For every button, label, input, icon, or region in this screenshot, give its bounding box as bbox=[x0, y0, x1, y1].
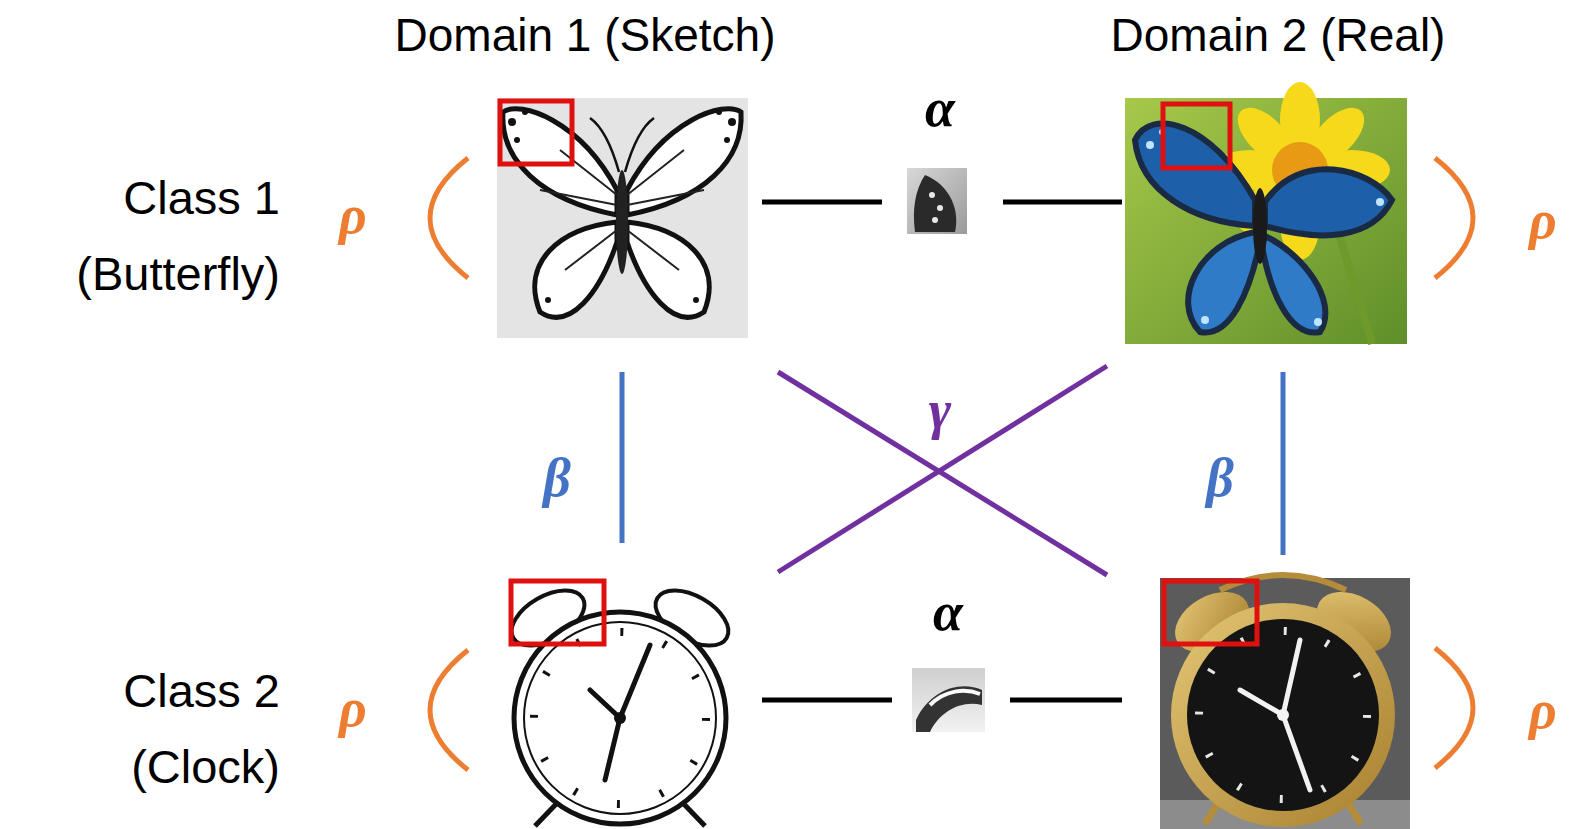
rho-symbol: ρ bbox=[1529, 680, 1557, 740]
beta-symbol: β bbox=[543, 448, 571, 508]
gamma-symbol: γ bbox=[929, 380, 951, 440]
beta-symbol: β bbox=[1206, 448, 1234, 508]
rho-symbol: ρ bbox=[339, 185, 367, 245]
class-label: Class 1 (Butterfly) bbox=[8, 160, 280, 312]
rho-arc bbox=[430, 158, 1473, 770]
class-label: Class 2 (Clock) bbox=[8, 653, 280, 805]
rho-symbol: ρ bbox=[1529, 190, 1557, 250]
alpha-symbol: α bbox=[925, 78, 955, 138]
alpha-symbol: α bbox=[933, 582, 963, 642]
sketch-butterfly bbox=[497, 98, 748, 338]
gamma-line bbox=[778, 366, 1107, 575]
rho-symbol: ρ bbox=[339, 678, 367, 738]
domain-heading: Domain 2 (Real) bbox=[1111, 8, 1446, 62]
domain-heading: Domain 1 (Sketch) bbox=[395, 8, 776, 62]
real-butterfly bbox=[1125, 82, 1407, 344]
real-clock bbox=[1160, 575, 1410, 829]
sketch-clock bbox=[497, 578, 747, 829]
crop-box bbox=[500, 101, 1257, 644]
alpha-line bbox=[762, 202, 1122, 700]
